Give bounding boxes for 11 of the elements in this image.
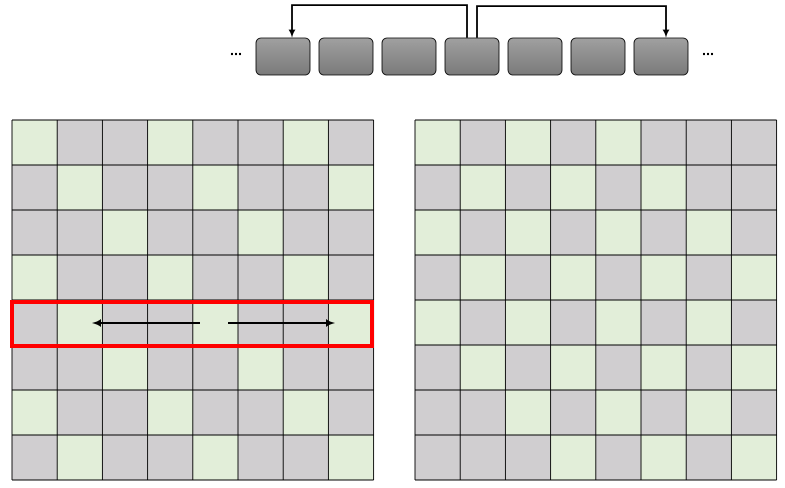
memory-block (318, 38, 374, 76)
ellipsis: ... (702, 52, 714, 56)
memory-block (570, 38, 626, 76)
memory-block (508, 38, 562, 76)
memory-block (444, 38, 500, 76)
arrow (476, 5, 669, 38)
memory-block (382, 38, 436, 76)
memory-block (256, 38, 310, 76)
ellipsis: ... (230, 52, 242, 56)
memory-block (634, 38, 688, 76)
arrow (289, 4, 468, 38)
